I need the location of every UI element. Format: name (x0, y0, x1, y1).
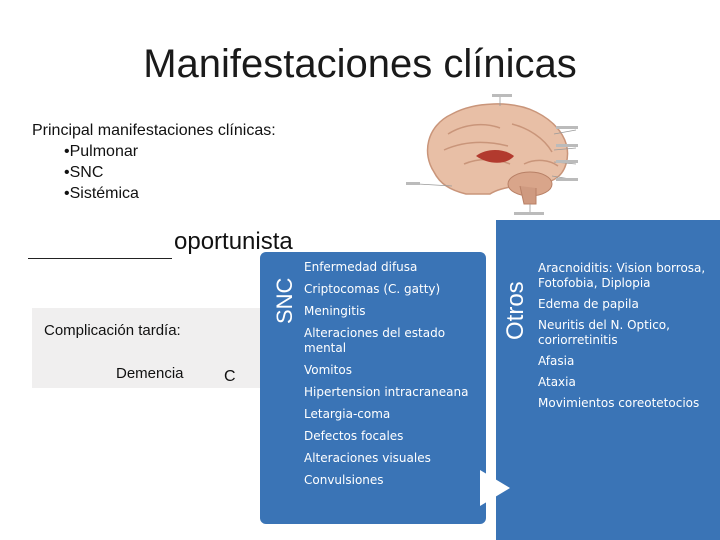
list-item: Movimientos coreotetocios (538, 396, 700, 410)
list-item: Neuritis del N. Optico, coriorretinitis (538, 318, 670, 347)
snc-panel (260, 252, 486, 524)
list-item: Vomitos (304, 363, 352, 377)
stray-letter: C (224, 368, 236, 385)
bullet-item: •Pulmonar (64, 143, 139, 160)
late-complication-box (32, 308, 262, 388)
snc-item-list: Enfermedad difusa Criptocomas (C. gatty)… (304, 260, 480, 495)
intro-bullets: •Pulmonar •SNC •Sistémica (32, 141, 276, 204)
otros-panel-label: Otros (502, 281, 529, 340)
intro-block: Principal manifestaciones clínicas: •Pul… (32, 120, 276, 204)
list-item: Meningitis (304, 304, 366, 318)
panel-separator (486, 252, 489, 524)
list-item: Hipertension intracraneana (304, 385, 469, 399)
late-complication-value: Demencia (116, 365, 184, 382)
otros-panel (496, 220, 720, 540)
triangle-right-icon (480, 470, 510, 506)
otros-item-list: Aracnoiditis: Vision borrosa, Fotofobia,… (538, 261, 716, 417)
list-item: Aracnoiditis: Vision borrosa, Fotofobia,… (538, 261, 706, 290)
late-complication-label: Complicación tardía: (44, 322, 181, 339)
list-item: Defectos focales (304, 429, 404, 443)
panel-separator (492, 252, 495, 524)
brain-diagram-icon (406, 94, 578, 215)
list-item: Ataxia (538, 375, 576, 389)
list-item: Convulsiones (304, 473, 384, 487)
list-item: Alteraciones del estado mental (304, 326, 446, 355)
bullet-item: •Sistémica (64, 185, 139, 202)
opportunist-underline (28, 258, 172, 259)
list-item: Alteraciones visuales (304, 451, 431, 465)
bullet-item: •SNC (64, 164, 104, 181)
list-item: Letargia-coma (304, 407, 391, 421)
slide-title: Manifestaciones clínicas (143, 42, 577, 86)
intro-heading: Principal manifestaciones clínicas: (32, 122, 276, 139)
list-item: Afasia (538, 354, 575, 368)
list-item: Edema de papila (538, 297, 639, 311)
snc-panel-label: SNC (272, 277, 297, 324)
list-item: Criptocomas (C. gatty) (304, 282, 441, 296)
opportunist-text: oportunista (174, 228, 293, 255)
list-item: Enfermedad difusa (304, 260, 418, 274)
